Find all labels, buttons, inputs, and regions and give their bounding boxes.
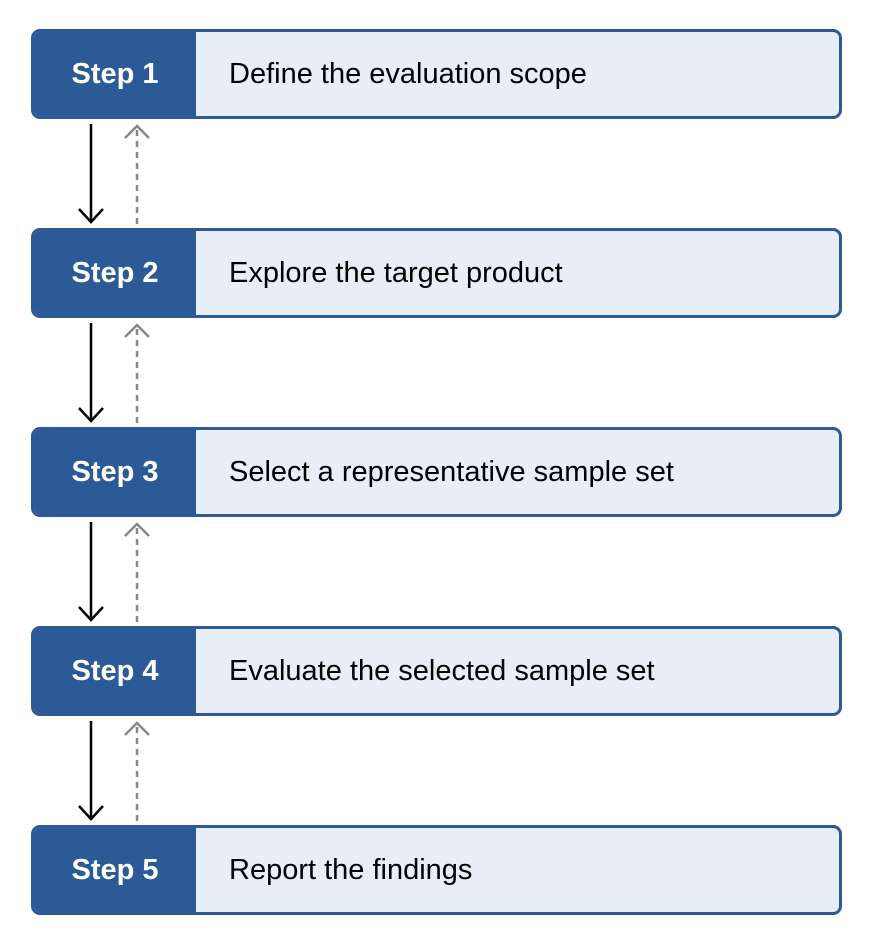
forward-arrow-icon (78, 522, 104, 622)
step-1-text: Define the evaluation scope (229, 57, 587, 90)
step-5-label: Step 5 (34, 828, 196, 912)
step-2-label: Step 2 (34, 231, 196, 315)
forward-arrow-icon (78, 721, 104, 821)
back-arrow-icon (124, 323, 150, 424)
step-3-label: Step 3 (34, 430, 196, 514)
step-3-box: Step 3 Select a representative sample se… (31, 427, 842, 517)
forward-arrow-icon (78, 124, 104, 224)
step-2-text: Explore the target product (229, 256, 563, 289)
connector-4-5 (78, 721, 150, 822)
forward-arrow-icon (78, 323, 104, 423)
step-1-box: Step 1 Define the evaluation scope (31, 29, 842, 119)
step-3-text: Select a representative sample set (229, 455, 674, 488)
step-4-label: Step 4 (34, 629, 196, 713)
connector-1-2 (78, 124, 150, 225)
step-4-box: Step 4 Evaluate the selected sample set (31, 626, 842, 716)
back-arrow-icon (124, 124, 150, 225)
step-5-text: Report the findings (229, 853, 473, 886)
back-arrow-icon (124, 522, 150, 623)
connector-3-4 (78, 522, 150, 623)
step-2-box: Step 2 Explore the target product (31, 228, 842, 318)
step-5-box: Step 5 Report the findings (31, 825, 842, 915)
step-4-text: Evaluate the selected sample set (229, 654, 655, 687)
connector-2-3 (78, 323, 150, 424)
step-1-label: Step 1 (34, 32, 196, 116)
back-arrow-icon (124, 721, 150, 822)
